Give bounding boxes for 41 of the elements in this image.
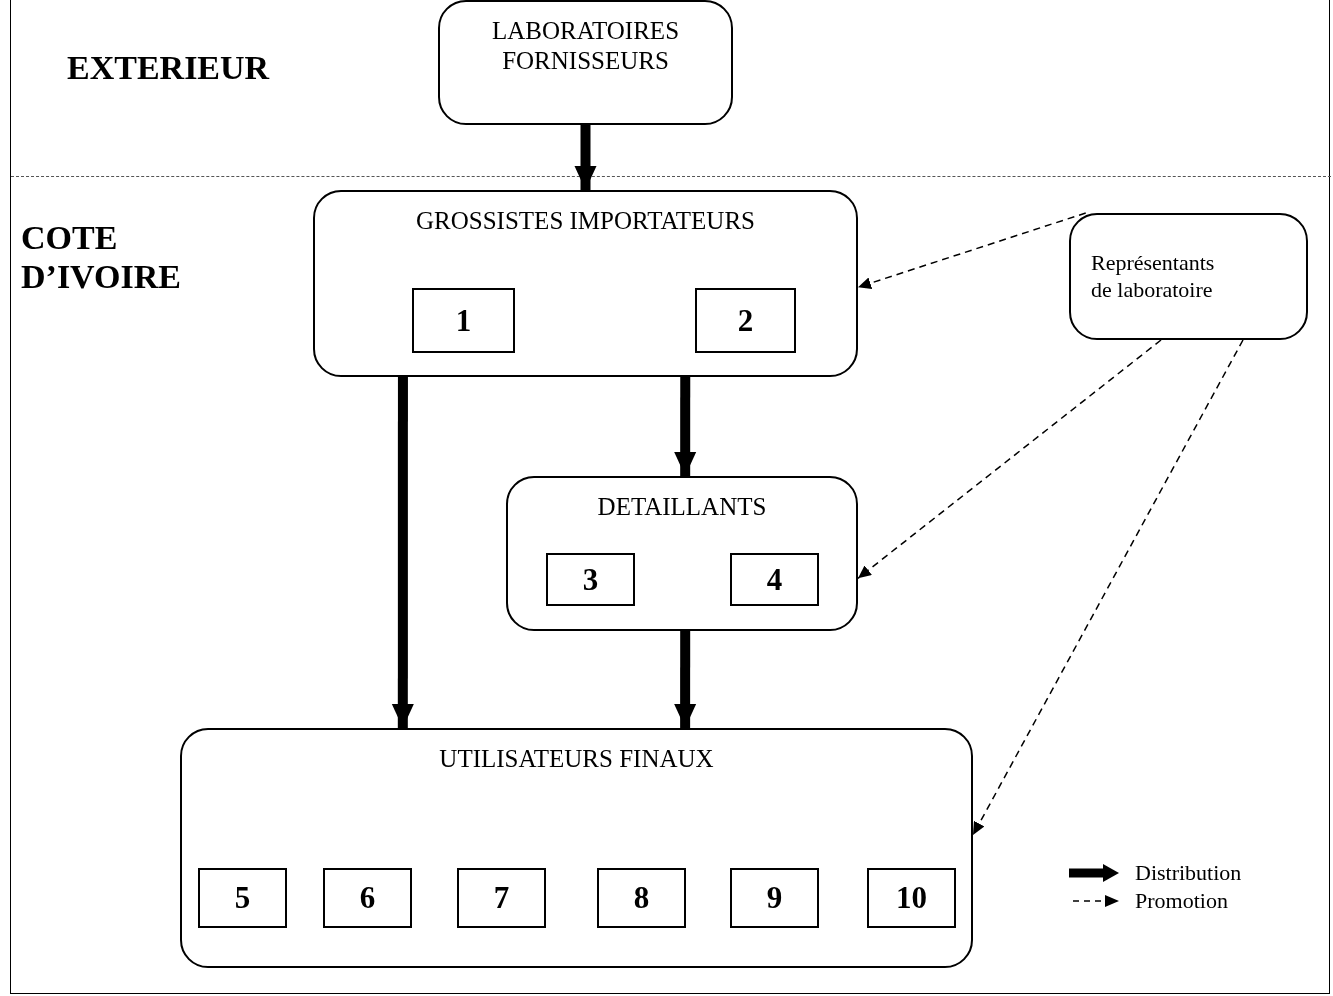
legend-text: Distribution: [1135, 860, 1242, 886]
number-box: [695, 288, 796, 353]
arrow: [391, 377, 414, 728]
legend-text: Promotion: [1135, 888, 1228, 914]
node-text: 2: [737, 301, 754, 340]
number-box: [412, 288, 515, 353]
node-text: 5: [234, 879, 251, 917]
rounded-box: [180, 728, 973, 968]
arrow: [674, 377, 697, 476]
node-text: 10: [896, 879, 927, 917]
node-text: 1: [455, 301, 472, 340]
node-text: DETAILLANTS: [597, 492, 767, 522]
number-box: [546, 553, 635, 606]
node-text: 4: [766, 560, 783, 599]
node-text: 9: [766, 879, 783, 917]
node-text: 6: [359, 879, 376, 917]
rounded-box: [313, 190, 858, 377]
number-box: [198, 868, 287, 928]
node-text: 8: [633, 879, 650, 917]
rounded-box: [506, 476, 858, 631]
arrow: [574, 125, 597, 190]
node-text: GROSSISTES IMPORTATEURS: [416, 206, 755, 236]
dashed-arrow: [857, 339, 1162, 580]
node-text: 7: [493, 879, 510, 917]
number-box: [323, 868, 412, 928]
number-box: [457, 868, 546, 928]
rounded-box: [1069, 213, 1308, 340]
node-text: UTILISATEURS FINAUX: [439, 744, 714, 774]
region-label: EXTERIEUR: [67, 48, 271, 88]
number-box: [730, 553, 819, 606]
arrow: [674, 631, 697, 728]
number-box: [730, 868, 819, 928]
region-label: COTE D’IVOIRE: [21, 218, 182, 297]
node-text: Représentants de laboratoire: [1091, 250, 1216, 303]
node-text: 3: [582, 560, 599, 599]
dashed-arrow: [857, 212, 1087, 289]
node-text: LABORATOIRES FORNISSEURS: [490, 16, 681, 76]
rounded-box: [438, 0, 733, 125]
number-box: [867, 868, 956, 928]
dashed-arrow: [972, 339, 1244, 836]
number-box: [597, 868, 686, 928]
